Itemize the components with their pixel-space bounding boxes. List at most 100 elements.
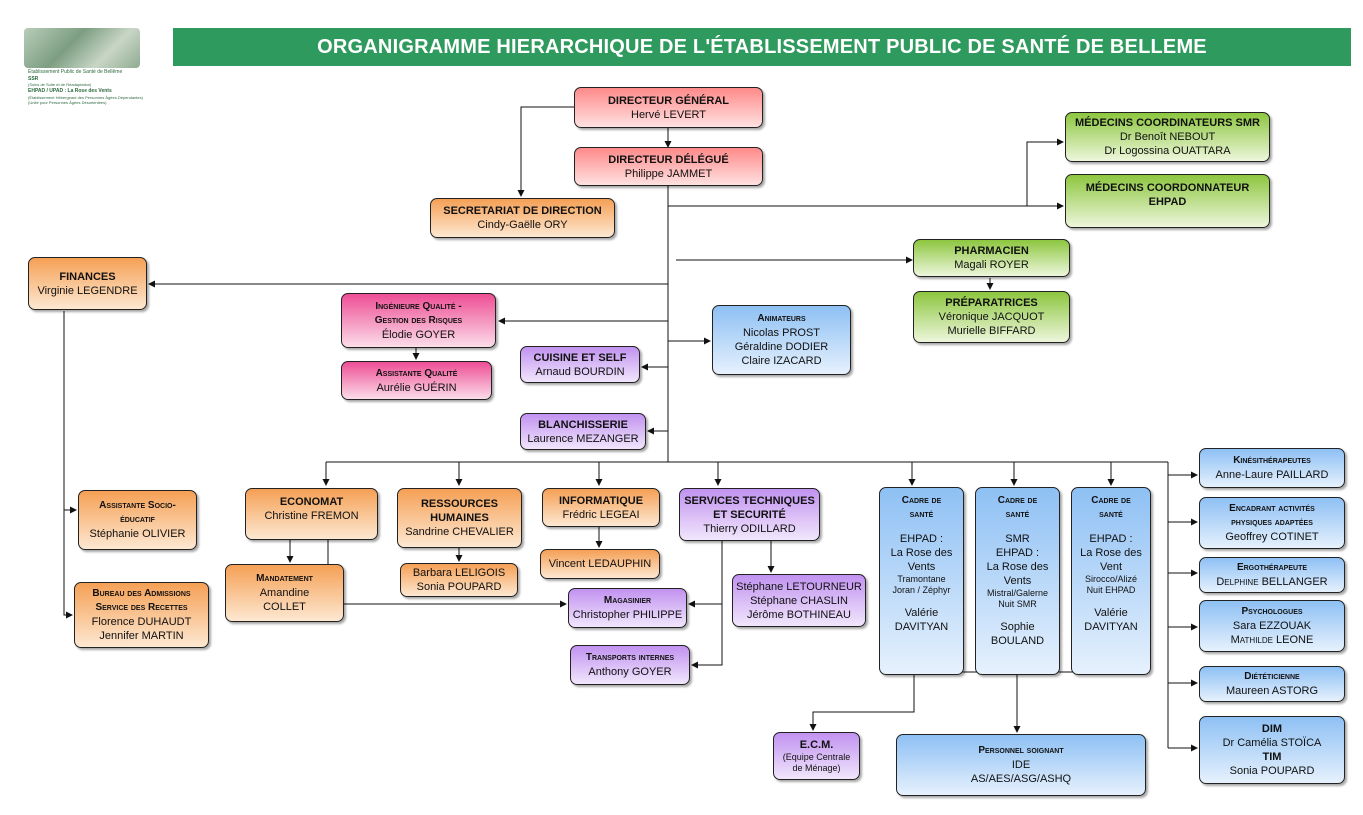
box-title: éducatif (120, 514, 155, 525)
medecins-smr-box: MÉDECINS COORDINATEURS SMR Dr Benoît NEB… (1065, 112, 1270, 162)
box-name: Florence DUHAUDT (91, 616, 192, 628)
box-line: AS/AES/ASG/ASHQ (970, 773, 1072, 785)
box-title: MÉDECINS COORDONNATEUR EHPAD (1085, 182, 1250, 208)
cadre-sante-smr-box: Cadre de santé SMR EHPAD : La Rose des V… (975, 487, 1060, 675)
dieteticienne-box: Diététicienne Maureen ASTORG (1199, 666, 1345, 702)
box-title: E.C.M. (799, 739, 834, 751)
personnel-soignant-box: Personnel soignant IDE AS/AES/ASG/ASHQ (896, 734, 1146, 796)
box-name: Maureen ASTORG (1225, 685, 1319, 697)
box-name: Dr Camélia STOÏCA (1222, 737, 1322, 749)
box-name: Sophie (1000, 621, 1035, 633)
box-title: HUMAINES (430, 512, 489, 524)
ingenieure-qualite-box: Ingénieure Qualité - Gestion des Risques… (341, 293, 496, 348)
finances-box: FINANCES Virginie LEGENDRE (28, 257, 147, 310)
box-title: Gestion des Risques (374, 314, 463, 326)
box-line: (Equipe Centrale (782, 752, 851, 762)
box-line: EHPAD : (995, 547, 1040, 559)
box-name: Jérôme BOTHINEAU (747, 608, 851, 621)
logo-line: SSR (28, 76, 39, 82)
informatique-staff-box: Vincent LEDAUPHIN (540, 549, 660, 579)
box-name: Frédric LEGEAI (562, 508, 640, 521)
box-title: Assistante Qualité (375, 367, 458, 379)
informatique-box: INFORMATIQUE Frédric LEGEAI (542, 488, 660, 527)
pharmacien-box: PHARMACIEN Magali ROYER (913, 239, 1070, 277)
box-name: Magali ROYER (954, 259, 1029, 271)
page-title: ORGANIGRAMME HIERARCHIQUE DE L'ÉTABLISSE… (317, 35, 1207, 58)
box-name: Cindy-Gaëlle ORY (477, 219, 568, 231)
preparatrices-box: PRÉPARATRICES Véronique JACQUOT Murielle… (913, 291, 1070, 343)
box-name: Valérie (904, 607, 939, 619)
box-name: Anne-Laure PAILLARD (1215, 469, 1329, 481)
box-name: Philippe JAMMET (624, 167, 713, 180)
box-name: Arnaud BOURDIN (535, 365, 625, 378)
box-title: INFORMATIQUE (558, 494, 644, 507)
rh-staff-box: Barbara LELIGOIS Sonia POUPARD (400, 563, 518, 597)
logo-line: Établissement Public de Santé de Bellême (28, 69, 123, 75)
box-line: Mistral/Galerne (986, 588, 1049, 598)
box-name: COLLET (263, 601, 306, 613)
header-banner: ORGANIGRAMME HIERARCHIQUE DE L'ÉTABLISSE… (173, 28, 1351, 66)
box-title: DIM (1261, 723, 1283, 735)
box-name: Sonia POUPARD (1229, 765, 1315, 777)
assistante-qualite-box: Assistante Qualité Aurélie GUÉRIN (341, 361, 492, 400)
logo-line: (Établissement Hébergeant des Personnes … (28, 95, 143, 100)
logo-line: (Unité pour Personnes Âgées Désorientées… (28, 100, 107, 105)
box-line: La Rose des (1080, 547, 1142, 559)
box-title: Cadre de (1091, 495, 1131, 506)
box-title: ET SECURITÉ (713, 508, 786, 521)
box-name: Stéphane CHASLIN (750, 594, 848, 607)
mandatement-box: Mandatement Amandine COLLET (225, 564, 344, 622)
box-title: Transports internes (585, 652, 675, 663)
box-name: Géraldine DODIER (734, 341, 829, 353)
box-line: Joran / Zéphyr (892, 585, 951, 595)
blanchisserie-box: BLANCHISSERIE Laurence MEZANGER (520, 413, 646, 450)
box-name: Dr Logossina OUATTARA (1104, 145, 1231, 157)
box-title: Animateurs (757, 313, 806, 324)
box-title: SERVICES TECHNIQUES (684, 494, 815, 507)
box-line: Vents (907, 561, 936, 573)
box-title: MÉDECINS COORDINATEURS SMR (1075, 117, 1260, 129)
box-title: Service des Recettes (95, 602, 188, 613)
services-techniques-staff-box: Stéphane LETOURNEUR Stéphane CHASLIN Jér… (732, 574, 866, 627)
hospital-logo: Établissement Public de Santé de Bellême… (24, 28, 170, 110)
box-line: Sirocco/Alizé (1084, 574, 1138, 584)
box-name: Claire IZACARD (741, 355, 822, 367)
medecins-ehpad-box: MÉDECINS COORDONNATEUR EHPAD (1065, 174, 1270, 228)
box-title: DIRECTEUR DÉLÉGUÉ (608, 153, 729, 166)
directeur-delegue-box: DIRECTEUR DÉLÉGUÉ Philippe JAMMET (574, 147, 763, 186)
box-name: Anthony GOYER (588, 666, 672, 678)
psychologues-box: Psychologues Sara EZZOUAK Mathilde LEONE (1199, 600, 1345, 652)
box-line: SMR (1005, 533, 1030, 545)
box-title: Bureau des Admissions (92, 588, 191, 599)
box-title: PHARMACIEN (954, 245, 1029, 257)
box-title: ECONOMAT (279, 496, 344, 508)
box-line: Vent (1099, 561, 1123, 573)
encadrant-apa-box: Encadrant activités physiques adaptées G… (1199, 497, 1345, 549)
box-line: Nuit EHPAD (1086, 585, 1136, 595)
box-title: Personnel soignant (978, 745, 1064, 756)
box-name: Dr Benoît NEBOUT (1119, 131, 1216, 143)
box-name: Véronique JACQUOT (938, 311, 1045, 323)
box-title: Kinésithérapeutes (1233, 455, 1311, 466)
box-title: santé (909, 509, 934, 520)
box-line: La Rose des (890, 547, 953, 559)
box-line: de Ménage) (792, 763, 841, 773)
box-name: Christine FREMON (264, 510, 359, 522)
directeur-general-box: DIRECTEUR GÉNÉRAL Hervé LEVERT (574, 87, 763, 128)
cuisine-box: CUISINE ET SELF Arnaud BOURDIN (520, 346, 640, 383)
box-title: SECRETARIAT DE DIRECTION (443, 205, 602, 217)
box-title: TIM (1262, 751, 1282, 763)
ressources-humaines-box: RESSOURCES HUMAINES Sandrine CHEVALIER (397, 488, 522, 548)
box-line: IDE (1011, 759, 1031, 771)
box-line: Tramontane (897, 574, 946, 584)
box-title: PRÉPARATRICES (945, 297, 1038, 309)
building-photo (24, 28, 140, 68)
box-name: Hervé LEVERT (631, 108, 706, 121)
box-name: Vincent LEDAUPHIN (548, 558, 652, 570)
dim-box: DIM Dr Camélia STOÏCA TIM Sonia POUPARD (1199, 716, 1345, 784)
box-name: Thierry ODILLARD (703, 522, 796, 535)
ergotherapeute-box: Ergothérapeute Delphine BELLANGER (1199, 557, 1345, 593)
box-name: Aurélie GUÉRIN (376, 381, 457, 394)
logo-line: (Soins de Suite et de Réadaptation) (28, 82, 92, 87)
box-line: EHPAD : (1089, 533, 1133, 545)
